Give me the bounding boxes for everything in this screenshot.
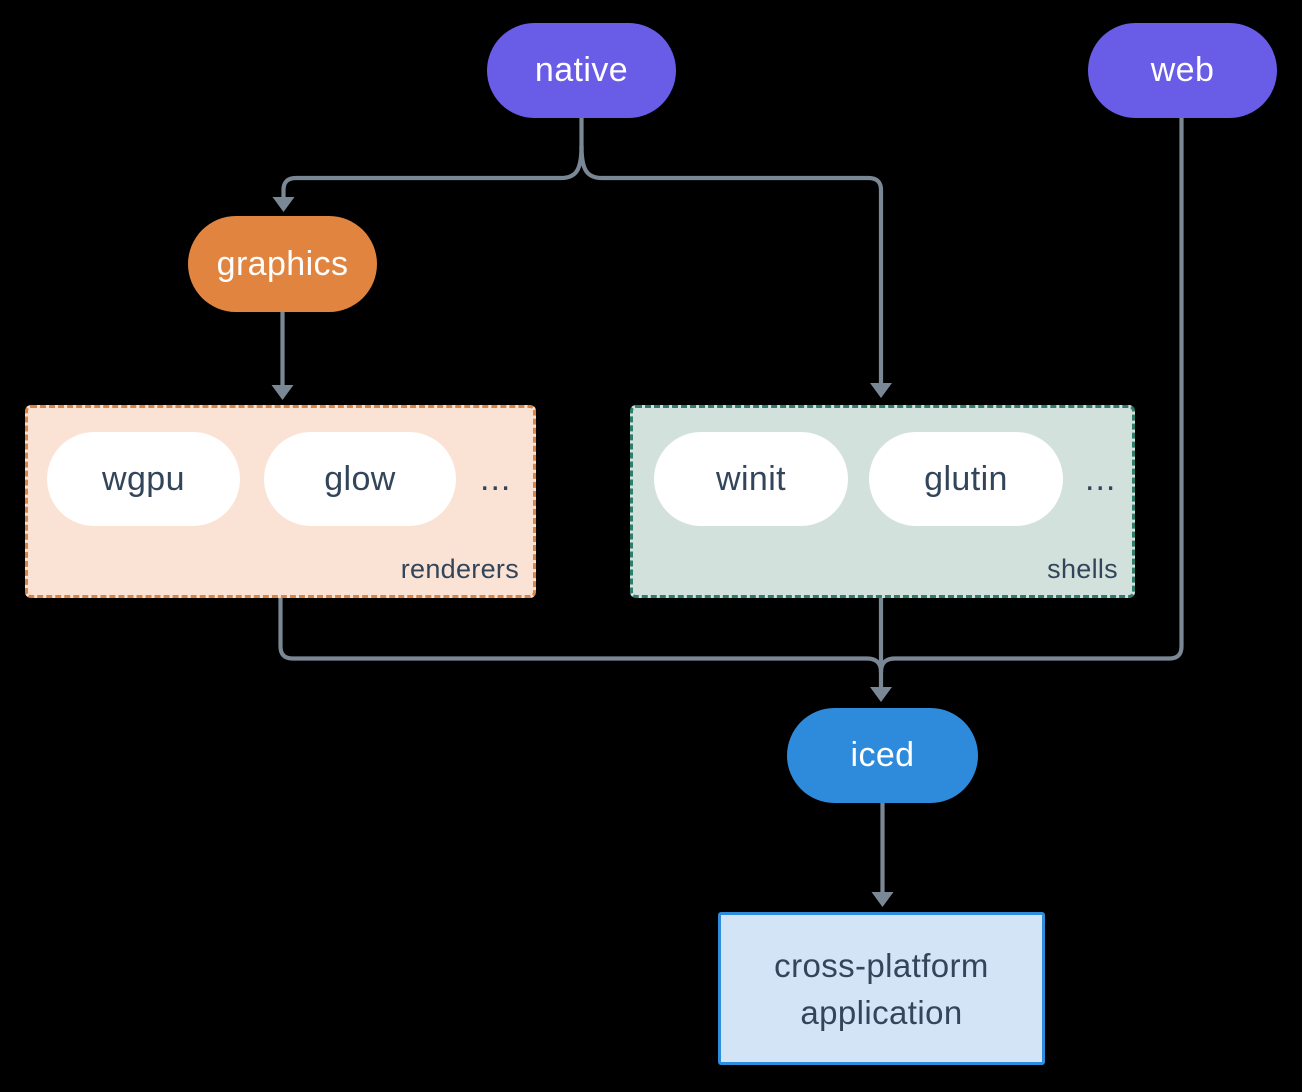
edge-native-to-shells [579,145,884,383]
renderers-ellipsis: ... [480,460,512,498]
arrowhead-shells [870,383,892,398]
renderers-group-label: renderers [400,554,519,584]
app-label-line2: application [800,993,963,1031]
item-pill-winit: winit [654,432,848,526]
node-web: web [1088,23,1277,118]
group-shells: winit glutin ... shells [630,405,1135,598]
group-renderers: wgpu glow ... renderers [25,405,536,598]
node-graphics: graphics [188,216,377,312]
shells-group-label: shells [1047,554,1118,584]
arrowhead-iced [870,687,892,702]
item-pill-glutin: glutin [869,432,1063,526]
app-label-line1: cross-platform [774,946,989,984]
edge-renderers-to-iced [278,598,884,673]
node-cross-platform-application: cross-platform application [718,912,1045,1065]
item-pill-glow: glow [264,432,456,526]
item-pill-wgpu: wgpu [47,432,240,526]
arrowhead-app [871,892,894,907]
edge-native-to-graphics [281,145,584,197]
node-iced: iced [787,708,978,803]
arrowhead-graphics [272,197,295,212]
node-native: native [487,23,676,118]
shells-ellipsis: ... [1085,460,1117,498]
arrowhead-renderers [271,385,294,400]
